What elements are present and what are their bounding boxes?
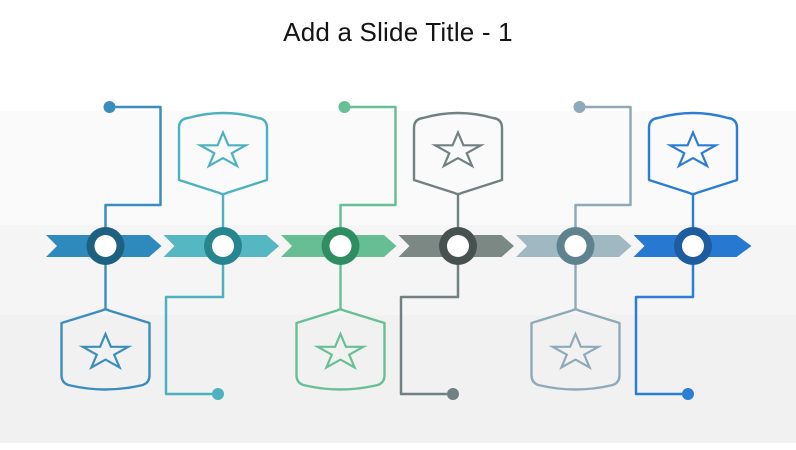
connector-endpoint-dot: [338, 101, 351, 113]
node-core: [212, 235, 234, 257]
timeline-step-2: [163, 111, 279, 400]
star-icon: [665, 129, 721, 169]
elbow-connector-up: [574, 105, 632, 246]
background-band: [0, 443, 796, 450]
elbow-connector-down: [634, 246, 695, 396]
node-core: [447, 235, 469, 257]
background-band: [0, 0, 796, 111]
timeline-step-6: [633, 111, 752, 400]
star-badge: [295, 308, 386, 391]
connector-endpoint-dot: [573, 101, 586, 113]
star-badge: [60, 308, 151, 391]
star-badge: [647, 111, 739, 196]
star-icon: [78, 331, 133, 371]
star-icon: [430, 129, 486, 169]
connector-endpoint-dot: [682, 388, 694, 400]
star-badge: [177, 111, 269, 196]
star-badge: [530, 308, 621, 391]
timeline-step-4: [398, 111, 514, 400]
node-core: [682, 235, 704, 257]
star-badge: [412, 111, 504, 196]
elbow-connector-up: [339, 105, 397, 246]
connector-endpoint-dot: [103, 101, 116, 113]
star-icon: [195, 129, 251, 169]
node-core: [564, 235, 587, 257]
slide-title: Add a Slide Title - 1: [283, 17, 513, 47]
timeline-step-3: [281, 101, 397, 391]
star-icon: [548, 331, 603, 371]
connector-endpoint-dot: [447, 388, 459, 400]
connector-endpoint-dot: [212, 388, 224, 400]
background-band: [0, 315, 796, 443]
timeline-step-5: [516, 101, 632, 391]
elbow-connector-down: [164, 246, 225, 396]
elbow-connector-down: [399, 246, 460, 396]
node-core: [94, 235, 117, 257]
timeline-step-1: [46, 101, 162, 391]
elbow-connector-up: [104, 105, 162, 246]
node-core: [329, 235, 352, 257]
star-icon: [313, 331, 368, 371]
